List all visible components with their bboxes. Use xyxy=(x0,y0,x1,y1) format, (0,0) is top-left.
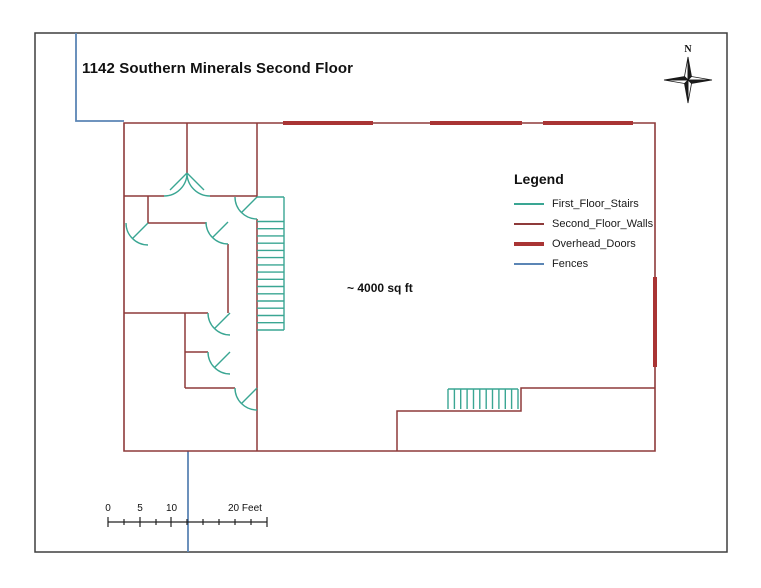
scale-label-20-feet: 20 Feet xyxy=(228,503,262,514)
scale-label-0: 0 xyxy=(105,503,111,514)
first-floor-stairs-layer xyxy=(125,172,519,411)
door-swing-lower xyxy=(234,387,258,411)
map-frame-border xyxy=(34,32,728,553)
door-swing-double xyxy=(163,172,211,197)
legend-swatch-fences-line xyxy=(514,263,544,265)
page-title: 1142 Southern Minerals Second Floor xyxy=(82,60,354,77)
north-arrow-blade xyxy=(687,79,713,84)
north-arrow-blade xyxy=(687,76,713,81)
door-swing-closet-top xyxy=(207,312,231,336)
scale-bar xyxy=(107,517,268,527)
legend-title: Legend xyxy=(514,171,564,187)
area-label: ~ 4000 sq ft xyxy=(347,281,413,295)
legend-item-label: Overhead_Doors xyxy=(552,238,636,250)
stairs-main xyxy=(257,196,285,331)
legend: Legend First_Floor_Stairs Second_Floor_W… xyxy=(514,171,653,274)
stairs-bottom-right xyxy=(447,388,519,409)
legend-item-overhead-doors: Overhead_Doors xyxy=(514,234,653,254)
north-arrow-blade xyxy=(663,76,689,81)
scale-label-5: 5 xyxy=(137,503,143,514)
scale-bar-minor-ticks xyxy=(123,519,252,525)
scale-bar-major-ticks xyxy=(107,517,268,527)
fences-layer xyxy=(75,33,189,552)
north-arrow-blade xyxy=(687,79,692,104)
legend-item-label: First_Floor_Stairs xyxy=(552,198,639,210)
legend-swatch-overhead-doors-line xyxy=(514,242,544,246)
legend-swatch-walls-line xyxy=(514,223,544,225)
north-arrow-icon xyxy=(663,56,713,104)
scale-label-10: 10 xyxy=(165,503,178,514)
fence-line-top-left xyxy=(75,33,124,122)
legend-item-label: Second_Floor_Walls xyxy=(552,218,654,230)
legend-swatch-stairs-line xyxy=(514,203,544,205)
door-swing-hall xyxy=(205,221,229,245)
door-swing-stairwell xyxy=(234,196,258,220)
legend-item-second-floor-walls: Second_Floor_Walls xyxy=(514,214,653,234)
legend-item-fences: Fences xyxy=(514,254,653,274)
interior-walls xyxy=(124,123,655,451)
north-arrow-label: N xyxy=(684,44,692,55)
door-swing-left-room xyxy=(125,222,149,246)
legend-item-label: Fences xyxy=(552,258,589,270)
door-swing-closet-bottom xyxy=(207,351,231,375)
north-arrow-blade xyxy=(663,79,689,84)
legend-item-first-floor-stairs: First_Floor_Stairs xyxy=(514,194,653,214)
overhead-doors-layer xyxy=(283,121,657,367)
